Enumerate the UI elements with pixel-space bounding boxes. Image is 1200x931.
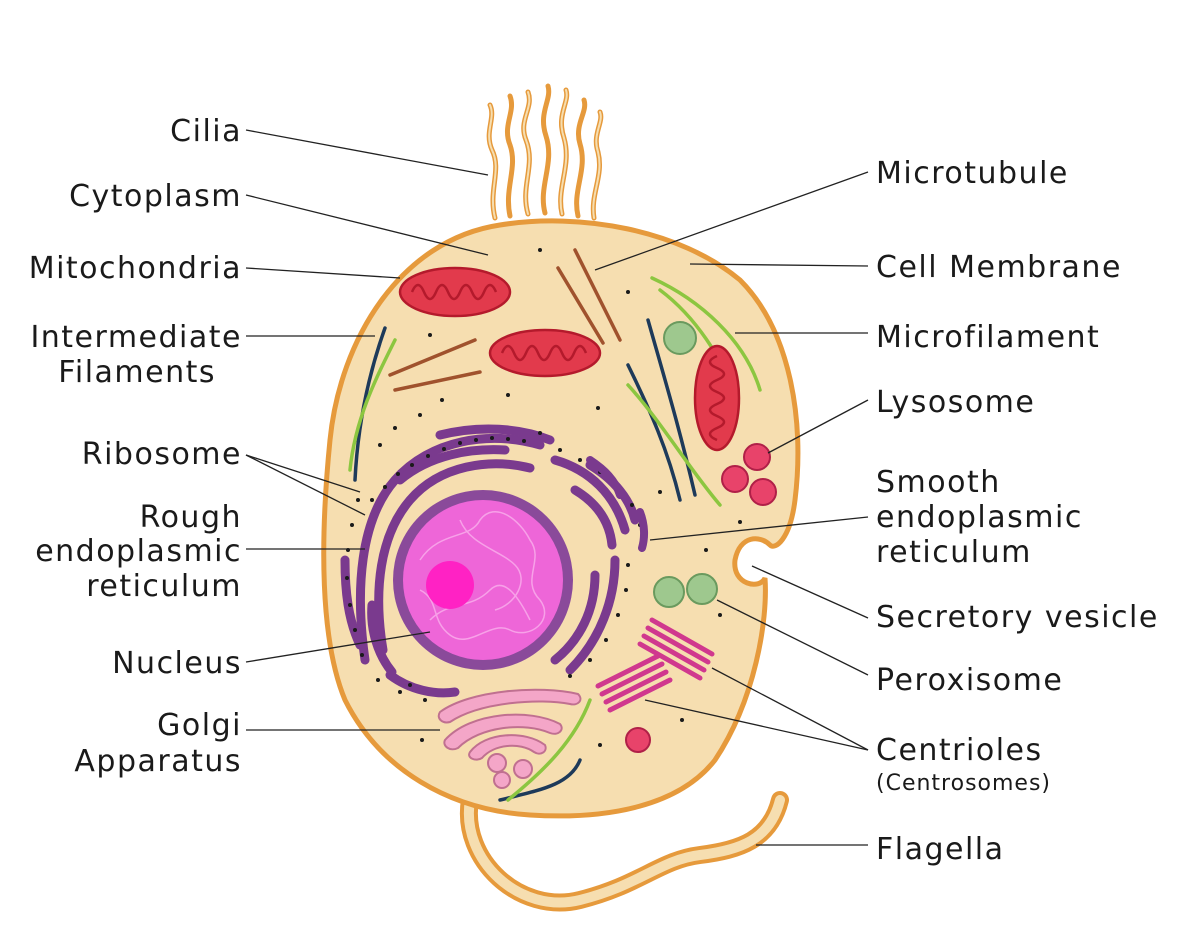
cytoplasm-granules bbox=[356, 248, 742, 747]
label-intermediate-filaments-1: Intermediate bbox=[30, 320, 242, 355]
label-cilia: Cilia bbox=[170, 114, 242, 149]
label-cell-membrane: Cell Membrane bbox=[876, 250, 1122, 285]
centriole-1 bbox=[637, 617, 715, 681]
golgi-apparatus bbox=[437, 688, 582, 789]
cilia-inner bbox=[488, 89, 602, 219]
mitochondrion-1 bbox=[398, 266, 512, 318]
centriole-2 bbox=[595, 653, 673, 713]
rough-endoplasmic-reticulum bbox=[340, 424, 640, 698]
label-secretory-vesicle: Secretory vesicle bbox=[876, 600, 1159, 635]
label-centrosomes: (Centrosomes) bbox=[876, 771, 1051, 796]
label-peroxisome: Peroxisome bbox=[876, 663, 1063, 698]
nucleolus bbox=[426, 561, 474, 609]
label-centrioles: Centrioles bbox=[876, 733, 1043, 768]
label-rough-er-2: endoplasmic bbox=[35, 534, 242, 569]
smooth-endoplasmic-reticulum bbox=[586, 456, 649, 552]
label-intermediate-filaments-2: Filaments bbox=[58, 355, 216, 390]
label-mitochondria: Mitochondria bbox=[29, 251, 242, 286]
label-golgi-2: Apparatus bbox=[74, 744, 242, 779]
label-lysosome: Lysosome bbox=[876, 385, 1035, 420]
microfilaments bbox=[348, 276, 762, 802]
mitochondrion-3 bbox=[693, 344, 741, 452]
label-smooth-er-2: endoplasmic bbox=[876, 500, 1083, 535]
peroxisomes bbox=[653, 321, 718, 608]
label-nucleus: Nucleus bbox=[112, 646, 242, 681]
label-rough-er-1: Rough bbox=[140, 500, 242, 535]
label-cytoplasm: Cytoplasm bbox=[69, 179, 242, 214]
mitochondrion-2 bbox=[488, 328, 602, 378]
label-microtubule: Microtubule bbox=[876, 156, 1069, 191]
label-flagella: Flagella bbox=[876, 832, 1005, 867]
label-golgi-1: Golgi bbox=[157, 708, 242, 743]
label-smooth-er-3: reticulum bbox=[876, 535, 1032, 570]
label-microfilament: Microfilament bbox=[876, 320, 1100, 355]
label-ribosome: Ribosome bbox=[82, 437, 242, 472]
cilia bbox=[486, 83, 604, 221]
label-smooth-er-1: Smooth bbox=[876, 465, 1001, 500]
label-rough-er-3: reticulum bbox=[86, 569, 242, 604]
lysosomes bbox=[625, 443, 777, 753]
leader-lines bbox=[245, 129, 869, 846]
intermediate-filaments bbox=[388, 248, 622, 392]
